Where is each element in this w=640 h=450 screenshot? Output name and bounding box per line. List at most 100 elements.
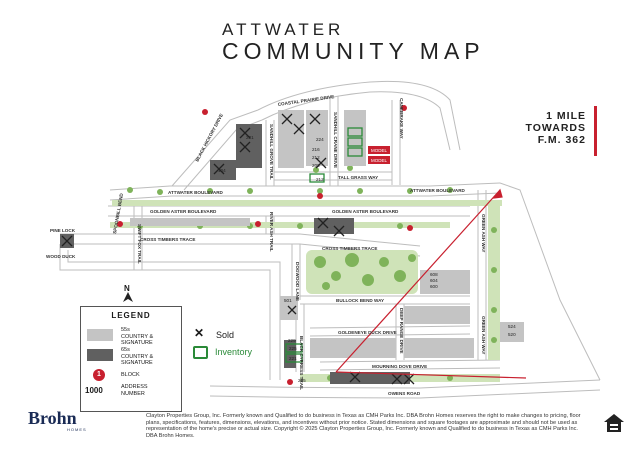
street-label: BLACK CYPRESS TRAIL bbox=[299, 336, 304, 390]
inventory-marker bbox=[347, 127, 363, 137]
legend-swatch-55s bbox=[87, 329, 113, 341]
equal-housing-icon bbox=[604, 414, 624, 432]
road-owens bbox=[209, 379, 601, 399]
lot-block bbox=[310, 338, 396, 358]
road-green-ash bbox=[477, 190, 487, 360]
street-label: GOLDEN ASTER BOULEVARD bbox=[150, 209, 217, 214]
lot-block bbox=[306, 110, 328, 166]
street-label: MOURNING DOVE DRIVE bbox=[372, 364, 427, 369]
tree bbox=[127, 187, 133, 193]
street-label: ATTWATER BOULEVARD bbox=[168, 190, 224, 195]
street-label: BULLOCK BEND WAY bbox=[336, 298, 384, 303]
park-east-strip bbox=[488, 200, 500, 360]
street-label: OWENS ROAD bbox=[388, 391, 421, 396]
street-label: RIVER ASH TRAIL bbox=[269, 212, 274, 252]
tree bbox=[331, 271, 341, 281]
tree bbox=[379, 257, 389, 267]
legend: LEGEND 55s COUNTRY & SIGNATURE 65s COUNT… bbox=[80, 306, 182, 412]
lot-number: 229 bbox=[288, 338, 296, 343]
sold-key-icon: ✕ bbox=[194, 326, 205, 340]
street-label: BLACK HICKORY DRIVE bbox=[194, 113, 224, 163]
road-left-connector-inner bbox=[67, 250, 281, 380]
lot-block bbox=[404, 338, 474, 358]
tree bbox=[345, 253, 359, 267]
tree bbox=[397, 223, 403, 229]
tree bbox=[408, 254, 416, 262]
legend-address-number: 1000 bbox=[85, 386, 103, 395]
lot-number: 208 bbox=[312, 163, 320, 168]
inventory-marker bbox=[285, 343, 303, 353]
legend-text-line: SIGNATURE bbox=[121, 340, 153, 346]
tree bbox=[362, 274, 374, 286]
park-attwater-strip bbox=[112, 200, 502, 206]
block-marker bbox=[255, 221, 261, 227]
tree bbox=[491, 307, 497, 313]
direction-arrow bbox=[335, 188, 527, 379]
lot-number: 231 bbox=[246, 135, 254, 140]
street-label: DEEP RANGE DRIVE bbox=[399, 308, 404, 354]
sold-mark bbox=[213, 163, 225, 175]
tree bbox=[297, 223, 303, 229]
block-marker bbox=[117, 221, 123, 227]
direction-note: 1 MILE TOWARDS F.M. 362 bbox=[490, 110, 586, 146]
brand-logo: Brohn bbox=[28, 408, 77, 428]
street-label: WOOD DUCK bbox=[46, 254, 76, 259]
tree bbox=[407, 188, 413, 194]
road-black-hickory bbox=[171, 109, 259, 187]
street-label: GREEN ASH WAY bbox=[481, 214, 486, 252]
legend-text-line: SIGNATURE bbox=[121, 360, 153, 366]
lot-number: 212 bbox=[316, 177, 324, 182]
trees bbox=[127, 165, 497, 381]
lot-number: 524 bbox=[508, 324, 516, 329]
road-bullock-bend bbox=[300, 295, 470, 305]
block-marker bbox=[287, 379, 293, 385]
street-label: CANEBRAKE WAY bbox=[399, 98, 404, 139]
lot-number: 225 bbox=[289, 346, 297, 351]
brand-logo-sub: HOMES bbox=[67, 427, 87, 432]
lot-number: 520 bbox=[508, 332, 516, 337]
parks bbox=[110, 200, 502, 382]
lot-number: 104 bbox=[218, 168, 226, 173]
legend-block-icon: 1 bbox=[93, 369, 105, 381]
block-markers bbox=[117, 105, 413, 385]
park-golden-strip bbox=[110, 222, 450, 228]
street-label: PINE LOCK bbox=[50, 228, 76, 233]
street-label: ATTWATER BOULEVARD bbox=[410, 188, 466, 193]
tree bbox=[447, 375, 453, 381]
sold-key-label: Sold bbox=[216, 330, 235, 340]
road-fm362 bbox=[499, 182, 601, 381]
street-label: SWIFT FOX TRAIL bbox=[137, 224, 142, 264]
tree bbox=[317, 188, 323, 194]
inventory-marker bbox=[285, 353, 303, 363]
lot-block bbox=[404, 306, 470, 324]
legend-text-65s: 65s COUNTRY & SIGNATURE bbox=[121, 347, 181, 367]
road-sandhill-grove bbox=[265, 120, 275, 186]
sold-marks bbox=[61, 113, 415, 385]
tree bbox=[347, 165, 353, 171]
direction-note-line-3: F.M. 362 bbox=[537, 134, 586, 146]
lot-block bbox=[330, 372, 410, 384]
street-label: SANDHILL GROVE TRAIL bbox=[269, 124, 274, 180]
inventory-key-label: Inventory bbox=[215, 347, 253, 357]
legend-address-label: ADDRESS NUMBER bbox=[121, 384, 181, 397]
block-marker bbox=[317, 193, 323, 199]
map-title: COMMUNITY MAP bbox=[222, 38, 485, 64]
legend-text-55s: 55s COUNTRY & SIGNATURE bbox=[121, 327, 181, 347]
road-sandhill-crane bbox=[329, 96, 339, 186]
direction-arrow-line bbox=[335, 189, 501, 373]
road-attwater bbox=[109, 182, 501, 191]
road-mourning-dove bbox=[319, 359, 501, 371]
legend-block-label: BLOCK bbox=[121, 372, 140, 378]
street-label: COASTAL PRAIRIE DRIVE bbox=[277, 94, 334, 107]
tree bbox=[314, 256, 326, 268]
north-label: N bbox=[124, 284, 130, 293]
tree bbox=[247, 188, 253, 194]
lot-block bbox=[130, 218, 250, 226]
tree bbox=[313, 167, 319, 173]
road-goldeneye bbox=[309, 325, 471, 337]
model-label: MODEL bbox=[371, 148, 388, 153]
block-marker bbox=[407, 225, 413, 231]
block-marker bbox=[202, 109, 208, 115]
sold-mark bbox=[239, 127, 251, 139]
tree bbox=[157, 189, 163, 195]
